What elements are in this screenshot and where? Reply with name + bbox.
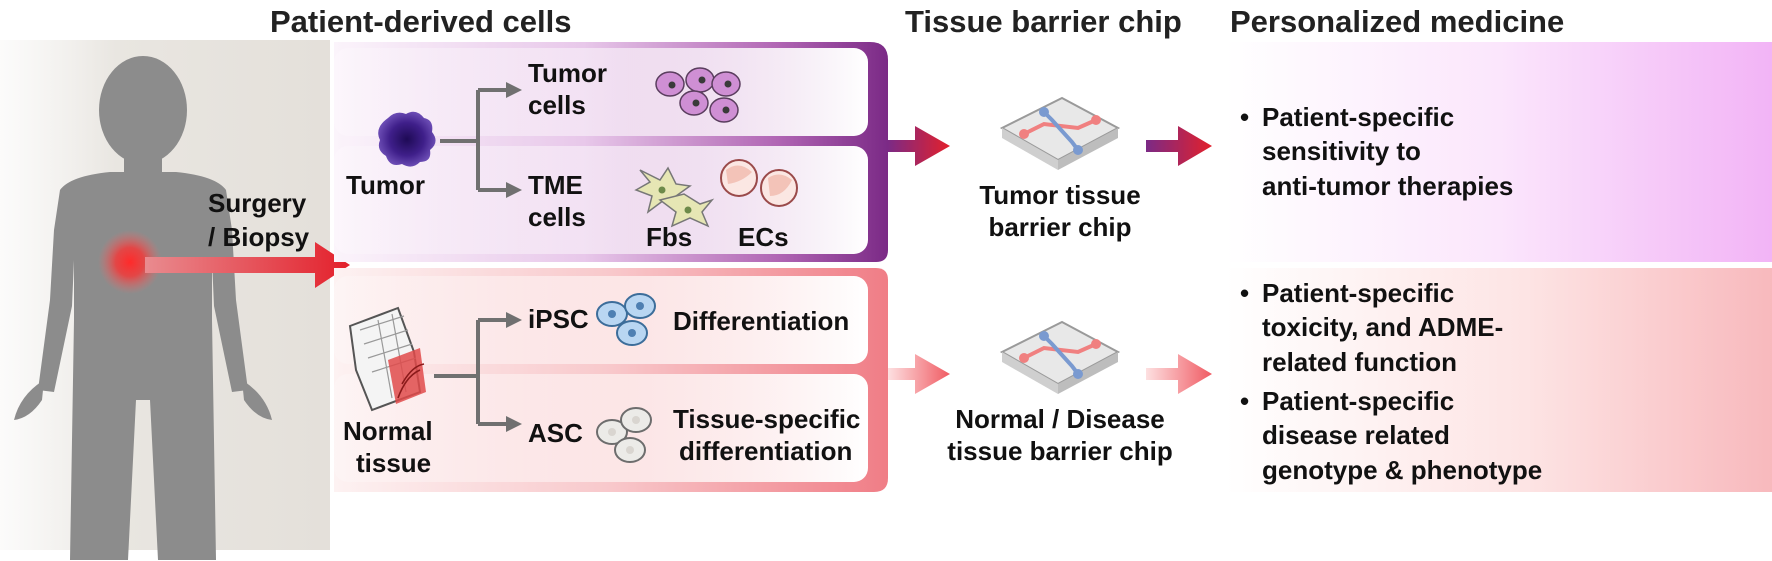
tumor-mass-icon [378, 111, 436, 167]
fibroblasts-label: Fbs [646, 222, 693, 252]
normal-bullet2-line3: genotype & phenotype [1262, 454, 1543, 485]
normal-medicine-bullet-2: • Patient-specific disease related genoty… [1240, 384, 1542, 487]
tumor-bullet-line2: sensitivity to [1262, 136, 1421, 167]
bullet-dot: • [1240, 102, 1250, 132]
normal-chip-label-line1: Normal / Disease [955, 404, 1165, 434]
tumor-cells-label-line2: cells [528, 90, 586, 120]
tumor-branch-arrows [440, 88, 508, 192]
normal-to-chip-arrow-icon [888, 354, 950, 394]
surgery-arrow-icon [145, 242, 350, 288]
normal-bullet1-line3: related function [1262, 346, 1458, 377]
normal-source-label-line2: tissue [356, 448, 432, 478]
procedure-label-line2: / Biopsy [208, 222, 310, 252]
normal-bullet2-line2: disease related [1262, 420, 1450, 451]
tumor-chip-label-line2: barrier chip [988, 212, 1132, 242]
asc-outcome-label-line1: Tissue-specific [673, 404, 861, 434]
endothelial-cells-icon [720, 159, 798, 207]
asc-label: ASC [528, 418, 583, 448]
header-patient-cells: Patient-derived cells [270, 4, 572, 39]
tumor-medicine-panel [1226, 42, 1772, 262]
tme-cells-label-line1: TME [528, 170, 583, 200]
tumor-to-chip-arrow-icon [888, 126, 950, 166]
header-personalized-medicine: Personalized medicine [1230, 4, 1565, 39]
tumor-bullet-line3: anti-tumor therapies [1262, 170, 1514, 201]
tumor-chip-icon [999, 96, 1121, 170]
normal-bullet1-line1: Patient-specific [1262, 278, 1455, 308]
biopsy-site-glow [98, 230, 162, 294]
normal-chip-icon [999, 320, 1121, 394]
normal-medicine-panel [1226, 268, 1772, 492]
normal-bullet2-line1: Patient-specific [1262, 386, 1455, 416]
normal-to-medicine-arrow-icon [1146, 354, 1212, 394]
tumor-cells-icon [655, 67, 741, 123]
tumor-to-medicine-arrow-icon [1146, 126, 1212, 166]
tumor-source-label: Tumor [346, 170, 425, 200]
ipsc-outcome-label: Differentiation [673, 306, 850, 336]
bullet-dot: • [1240, 278, 1250, 308]
asc-outcome-label-line2: differentiation [679, 436, 853, 466]
procedure-label-line1: Surgery [208, 188, 307, 218]
normal-medicine-bullet-1: • Patient-specific toxicity, and ADME- re… [1240, 276, 1503, 379]
normal-branch-arrows [434, 318, 508, 426]
header-tissue-barrier-chip: Tissue barrier chip [905, 4, 1182, 39]
normal-source-label-line1: Normal [343, 416, 433, 446]
tme-cells-label-line2: cells [528, 202, 586, 232]
normal-chip-label-line2: tissue barrier chip [947, 436, 1173, 466]
ipsc-label: iPSC [528, 304, 589, 334]
tumor-cells-label-line1: Tumor [528, 58, 607, 88]
tumor-chip-label-line1: Tumor tissue [979, 180, 1141, 210]
endothelial-cells-label: ECs [738, 222, 789, 252]
tumor-medicine-bullet: • Patient-specific sensitivity to anti-tu… [1240, 100, 1513, 203]
normal-bullet1-line2: toxicity, and ADME- [1262, 312, 1504, 343]
tumor-bullet-line1: Patient-specific [1262, 102, 1455, 132]
bullet-dot: • [1240, 386, 1250, 416]
normal-tissue-icon [348, 306, 426, 412]
